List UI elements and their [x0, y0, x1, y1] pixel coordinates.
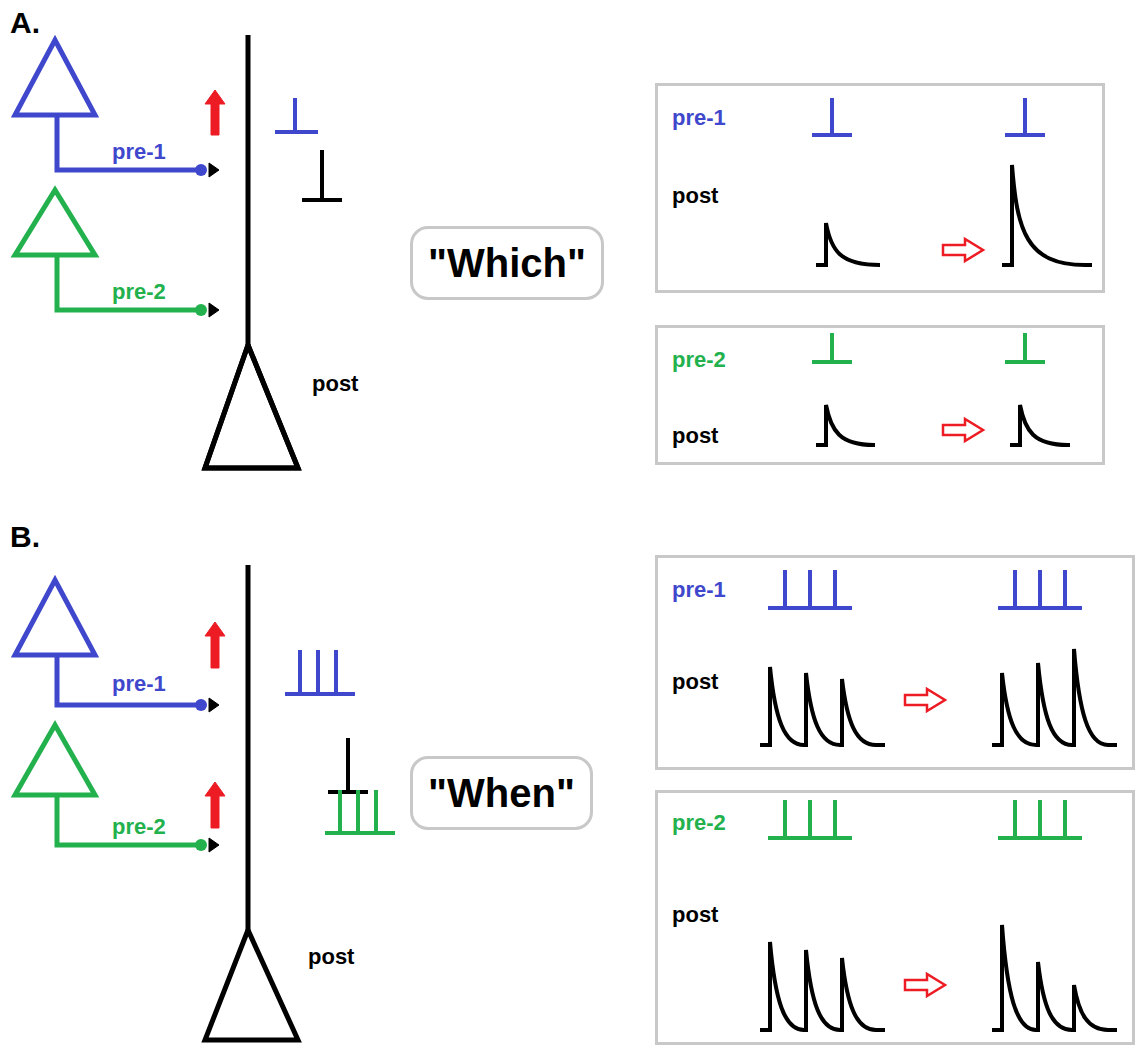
change-arrow [943, 239, 983, 261]
neuron-soma [205, 930, 298, 1040]
postsynaptic-density [209, 698, 219, 712]
keyword-box: "Which" [410, 226, 604, 300]
change-arrow [905, 689, 945, 711]
epsp-trace [816, 223, 880, 265]
trace-label: pre-1 [672, 106, 726, 130]
keyword-text: "When" [428, 771, 575, 815]
axon-line [57, 255, 198, 310]
neuron-name: post [308, 945, 354, 969]
potentiation-arrow [205, 622, 225, 668]
spike-mark [320, 150, 324, 200]
neuron-name: pre-2 [112, 280, 166, 304]
spike-mark [1038, 800, 1042, 838]
spike-mark [808, 570, 812, 608]
spike-mark [830, 98, 834, 135]
trace-label: pre-1 [672, 578, 726, 602]
dendrite-line [246, 565, 251, 930]
trace-label: post [672, 903, 718, 927]
change-arrow [905, 974, 945, 996]
trace-label: post [672, 424, 718, 448]
epsp-trace [1002, 165, 1092, 265]
neuron-soma [15, 40, 95, 115]
spike-mark [1013, 800, 1017, 838]
panel-letter: A. [10, 6, 40, 39]
postsynaptic-density [209, 163, 219, 177]
trace-label: pre-2 [672, 348, 726, 372]
spike-mark [293, 98, 297, 132]
neuron-soma [205, 345, 298, 468]
trace-panel: pre-1 post [655, 83, 1105, 293]
spike-mark [783, 570, 787, 608]
neuron-soma [15, 580, 95, 655]
axon-line [57, 655, 198, 705]
spike-mark [1013, 570, 1017, 608]
epsp-trace [992, 925, 1117, 1030]
trace-label: post [672, 184, 718, 208]
spike-mark [1023, 333, 1027, 362]
keyword-text: "Which" [428, 241, 586, 285]
neuron-soma [15, 190, 95, 255]
spike-mark [374, 790, 378, 833]
neuron-name: pre-1 [112, 672, 166, 696]
spike-mark [316, 650, 320, 694]
epsp-trace [1010, 405, 1070, 445]
presynaptic-terminal [195, 304, 207, 316]
spike-mark [808, 800, 812, 838]
postsynaptic-density [209, 303, 219, 317]
potentiation-arrow [205, 782, 225, 828]
neuron-soma [15, 725, 95, 795]
epsp-trace [992, 649, 1117, 745]
postsynaptic-density [209, 838, 219, 852]
presynaptic-terminal [195, 164, 207, 176]
epsp-trace [816, 405, 875, 445]
spike-mark [830, 333, 834, 362]
epsp-trace [760, 942, 885, 1030]
axon-line [57, 115, 198, 170]
trace-panel: pre-2 post [655, 790, 1135, 1045]
spike-mark [1023, 98, 1027, 135]
neuron-name: pre-1 [112, 140, 166, 164]
neuron-name: pre-2 [112, 815, 166, 839]
neuron-name: post [312, 372, 358, 396]
dendrite-line [246, 35, 251, 345]
potentiation-arrow [205, 90, 225, 135]
spike-mark [334, 650, 338, 694]
panel-letter: B. [10, 520, 40, 553]
spike-mark [298, 650, 302, 694]
spike-mark [1063, 570, 1067, 608]
change-arrow [943, 419, 983, 441]
spike-mark [1063, 800, 1067, 838]
spike-mark [356, 790, 360, 833]
spike-mark [833, 800, 837, 838]
trace-panel: pre-2 post [655, 325, 1105, 465]
trace-panel: pre-1 post [655, 555, 1135, 770]
presynaptic-terminal [195, 839, 207, 851]
spike-mark [1038, 570, 1042, 608]
keyword-box: "When" [410, 756, 593, 830]
presynaptic-terminal [195, 699, 207, 711]
trace-label: post [672, 670, 718, 694]
spike-mark [833, 570, 837, 608]
epsp-trace [760, 667, 885, 745]
spike-mark [338, 790, 342, 833]
axon-line [57, 795, 198, 845]
spike-mark [783, 800, 787, 838]
trace-label: pre-2 [672, 811, 726, 835]
neuron-soma [205, 345, 298, 468]
spike-mark [346, 738, 350, 792]
